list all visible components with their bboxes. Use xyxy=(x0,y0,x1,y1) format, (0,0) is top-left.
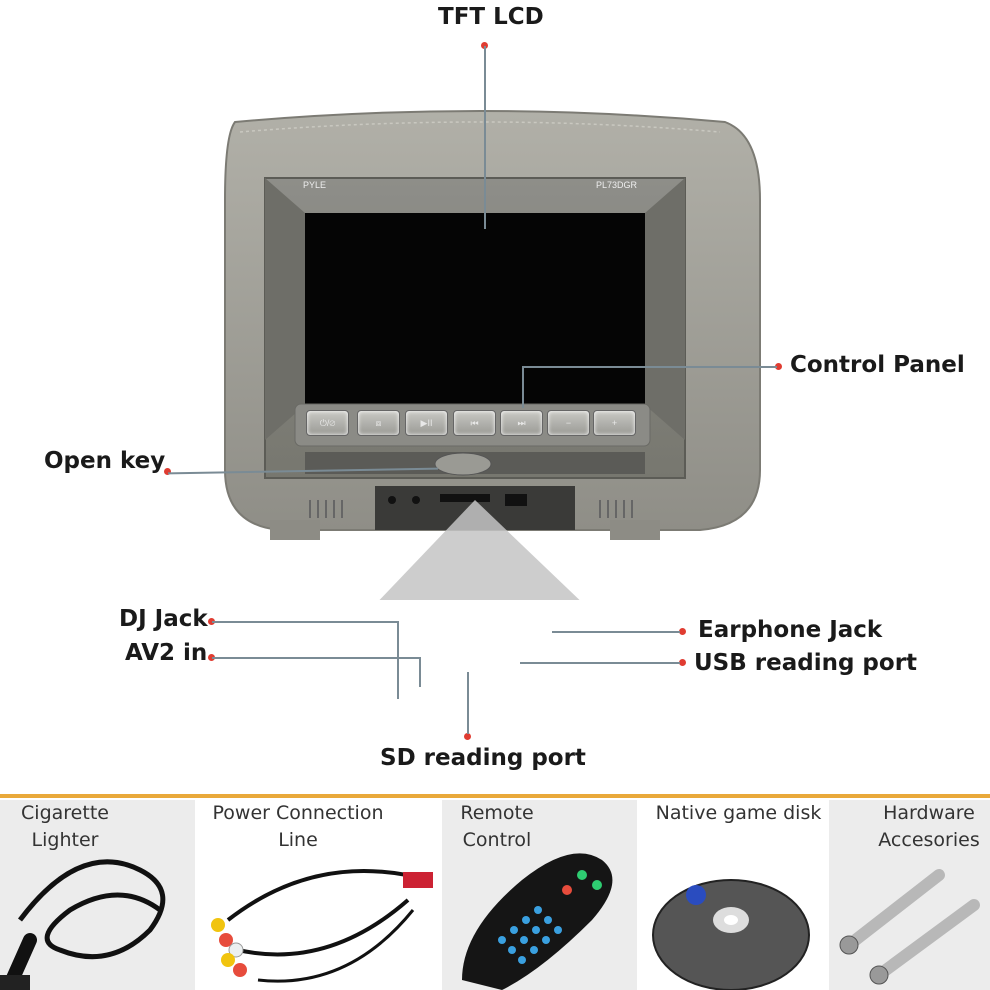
av2-in-leader-v xyxy=(419,657,421,687)
control-panel-leader-v xyxy=(522,366,524,408)
open-key-dot xyxy=(164,468,171,475)
cigarette-lighter-icon xyxy=(0,859,166,990)
play-pause-button[interactable]: ▶II xyxy=(405,410,448,436)
dj-jack-leader-v xyxy=(397,621,399,699)
control-panel-dot xyxy=(775,363,782,370)
accessory-game-disk: Native game disk xyxy=(641,800,826,990)
earphone-jack-leader xyxy=(552,631,680,633)
accessory-remote: Remote Control xyxy=(442,800,637,990)
dj-jack-dot xyxy=(208,618,215,625)
earphone-jack-dot xyxy=(679,628,686,635)
usb-port-leader xyxy=(520,662,680,664)
accessory-cigarette-lighter: Cigarette Lighter xyxy=(0,800,195,990)
callout-earphone-jack: Earphone Jack xyxy=(698,617,883,643)
control-panel-leader-h xyxy=(522,366,777,368)
brand-logo: PYLE xyxy=(303,180,327,190)
accessory-power-line: Power Connection Line xyxy=(198,800,438,990)
callout-av2-in: AV2 in xyxy=(125,640,208,666)
accessory-label: Power Connection Line xyxy=(212,802,384,851)
open-key-button xyxy=(434,452,492,476)
power-mode-button[interactable]: ⏻/⌀ xyxy=(306,410,349,436)
callout-tft-lcd: TFT LCD xyxy=(438,4,544,30)
tft-lcd-leader xyxy=(484,46,486,229)
accessory-label: Native game disk xyxy=(655,802,822,824)
next-button[interactable]: ⏭ xyxy=(500,410,543,436)
sd-port-dot xyxy=(464,733,471,740)
game-disc-icon xyxy=(652,879,810,990)
callout-control-panel: Control Panel xyxy=(790,352,965,378)
volume-down-button[interactable]: − xyxy=(547,410,590,436)
callout-usb-port: USB reading port xyxy=(694,650,918,676)
usb-port-dot xyxy=(679,659,686,666)
av2-in-leader-h xyxy=(212,657,420,659)
callout-open-key: Open key xyxy=(44,448,166,474)
accessory-hardware: Hardware Accesories xyxy=(829,800,990,990)
sd-port-leader xyxy=(467,672,469,734)
callout-sd-port: SD reading port xyxy=(380,745,586,771)
power-harness-icon xyxy=(211,869,433,983)
dj-jack-leader-h xyxy=(212,621,397,623)
headrest-monitor-illustration xyxy=(224,110,761,600)
section-divider xyxy=(0,794,990,798)
accessory-label: Hardware Accesories xyxy=(878,802,980,851)
tft-lcd-dot xyxy=(481,42,488,49)
callout-dj-jack: DJ Jack xyxy=(119,606,208,632)
av2-in-dot xyxy=(208,654,215,661)
accessory-label: Cigarette Lighter xyxy=(21,802,109,851)
previous-button[interactable]: ⏮ xyxy=(453,410,496,436)
tft-lcd-screen xyxy=(305,213,645,405)
model-number: PL73DGR xyxy=(596,180,638,190)
remote-control-icon xyxy=(462,853,613,990)
menu-button[interactable]: ⧈ xyxy=(357,410,400,436)
accessory-label: Remote Control xyxy=(460,802,534,851)
volume-up-button[interactable]: + xyxy=(593,410,636,436)
mounting-posts-icon xyxy=(839,869,980,985)
